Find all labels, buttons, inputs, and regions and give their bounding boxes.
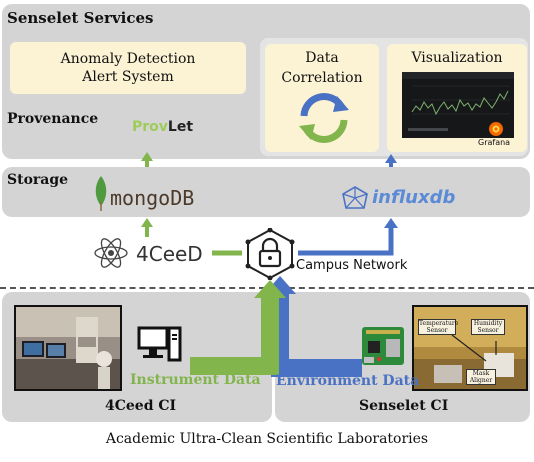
raspberry-pi-board-icon [362,327,404,365]
mongodb-label: mongoDB [110,186,195,210]
campus-network-lock-icon [245,228,295,280]
anomaly-line-1: Anomaly Detection [60,51,196,67]
temperature-sensor-label: Temperature Sensor [418,319,459,335]
provenance-panel [2,106,250,152]
mongodb-leaf-icon [95,176,107,211]
anomaly-detection-box: Anomaly Detection Alert System [10,42,246,94]
humidity-sensor-label: Humidity Sensor [471,319,505,335]
senselet-ci-title: Senselet CI [359,398,449,414]
storage-title: Storage [7,172,69,188]
instrument-lab-photo [14,305,122,391]
fourceed-label: 4CeeD [136,242,203,266]
fourceed-ci-title: 4Ceed CI [105,398,177,414]
computer-icon [137,326,182,362]
provenance-title: Provenance [7,111,99,127]
senselet-services-title: Senselet Services [7,9,154,27]
visualization-title: Visualization [411,50,503,66]
correlation-line-1: Data [305,50,339,66]
anomaly-line-2: Alert System [82,69,174,85]
campus-network-label: Campus Network [296,258,408,273]
grafana-logo-icon [489,122,503,136]
influxdb-cube-icon [342,186,368,209]
provlet-logo: ProvLet [132,119,193,135]
provlet-logo-let: Let [167,119,194,135]
cycle-arrows-icon [299,93,349,143]
provlet-logo-prov: Prov [132,119,168,135]
influxdb-label: influxdb [372,187,456,208]
storage-panel [2,167,530,217]
correlation-line-2: Correlation [281,70,363,86]
atom-icon [94,238,128,268]
instrument-data-label: Instrument Data [130,372,261,388]
environment-data-label: Environment Data [276,373,420,389]
grafana-label: Grafana [478,138,511,147]
mask-aligner-label: Mask Aligner [466,369,496,385]
footer-caption: Academic Ultra-Clean Scientific Laborato… [105,431,429,447]
